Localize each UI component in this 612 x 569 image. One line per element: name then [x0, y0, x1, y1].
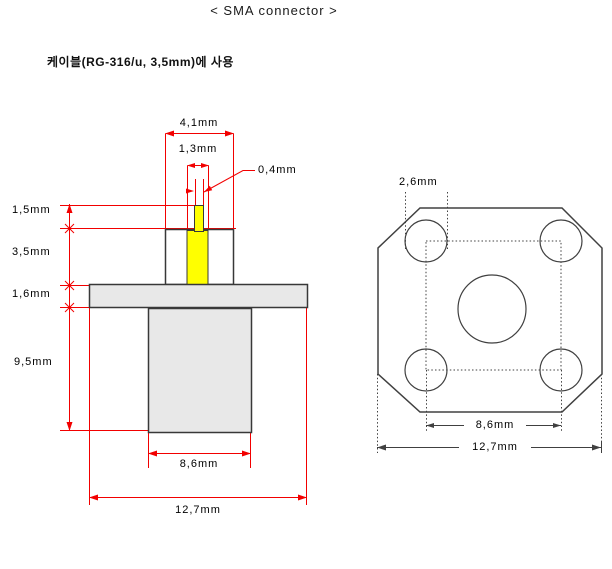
- flange-front-octagon: [377, 207, 603, 413]
- dim-label-flange-width-side: 12,7mm: [175, 504, 221, 516]
- dim-label-pin-height: 1,5mm: [12, 204, 51, 216]
- dim-label-dielectric-width: 1,3mm: [178, 143, 218, 155]
- mounting-hole-bottom-left: [404, 348, 448, 392]
- flange-side: [88, 283, 309, 309]
- dim-label-lower-body-height: 9,5mm: [14, 356, 53, 368]
- mounting-hole-bottom-right: [539, 348, 583, 392]
- cable-note: 케이블(RG-316/u, 3,5mm)에 사용: [47, 55, 234, 69]
- page-title: < SMA connector >: [210, 3, 338, 18]
- dim-label-hole-diameter: 2,6mm: [399, 176, 438, 188]
- side-view-dimension-ticks: [64, 223, 75, 313]
- front-view-center-lines: [377, 192, 602, 453]
- mounting-hole-top-right: [539, 219, 583, 263]
- side-view: [60, 130, 309, 505]
- dim-label-hole-spacing: 8,6mm: [464, 419, 526, 432]
- center-bore: [457, 274, 527, 344]
- mounting-hole-top-left: [404, 219, 448, 263]
- center-pin: [194, 205, 204, 232]
- dim-label-lower-body-width: 8,6mm: [179, 458, 219, 470]
- mounting-holes: [404, 219, 583, 392]
- dim-label-pin-diameter: 0,4mm: [258, 164, 297, 176]
- side-view-dimension-arrows: [66, 130, 307, 501]
- dim-label-upper-body-height: 3,5mm: [12, 246, 51, 258]
- front-view-dimension-arrows: [377, 423, 601, 451]
- lower-body: [147, 307, 253, 434]
- dim-label-top-width: 4,1mm: [179, 117, 219, 129]
- dim-label-flange-thickness: 1,6mm: [12, 288, 51, 300]
- dim-label-flange-width-front: 12,7mm: [459, 441, 531, 454]
- front-view: [377, 192, 603, 453]
- dielectric: [186, 230, 209, 285]
